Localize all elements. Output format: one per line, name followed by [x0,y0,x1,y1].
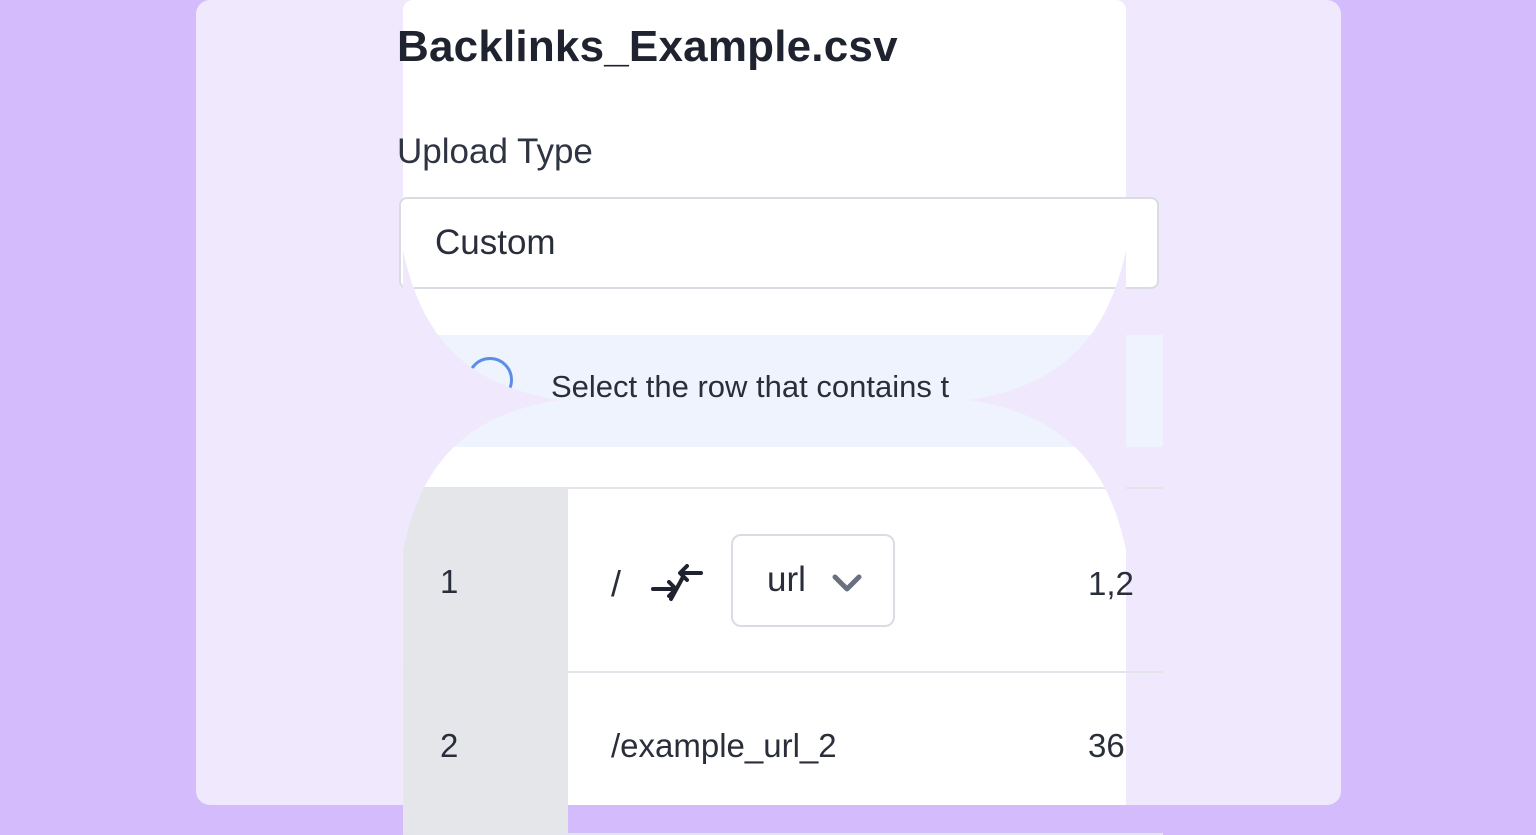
upload-dialog-card: Backlinks_Example.csv Upload Type Custom… [397,0,1163,835]
row-number-cell: 2 [403,673,568,833]
upload-type-value: Custom [435,223,556,262]
url-cell: / [611,563,622,604]
upload-type-label: Upload Type [397,132,593,171]
column-type-select[interactable]: url [731,534,895,627]
column-mapping-table: 1 / url 1,2 2 /example_url_2 [403,487,1163,835]
swap-arrows-icon[interactable] [649,563,705,603]
upload-type-select[interactable]: Custom [399,197,1159,289]
file-name-title: Backlinks_Example.csv [397,22,898,71]
count-cell: 1,2 [1088,565,1134,602]
table-row[interactable]: 2 /example_url_2 36 [403,673,1163,835]
row-number: 1 [440,563,459,600]
column-type-value: url [767,560,806,599]
count-cell: 36 [1088,727,1125,764]
row-number: 2 [440,727,459,764]
info-banner: Select the row that contains t [403,335,1163,447]
info-icon [467,357,513,403]
table-row[interactable]: 1 / url 1,2 [403,489,1163,673]
row-number-cell: 1 [403,489,568,671]
chevron-down-icon [832,574,862,592]
url-cell: /example_url_2 [611,727,837,764]
info-banner-text: Select the row that contains t [551,369,950,404]
